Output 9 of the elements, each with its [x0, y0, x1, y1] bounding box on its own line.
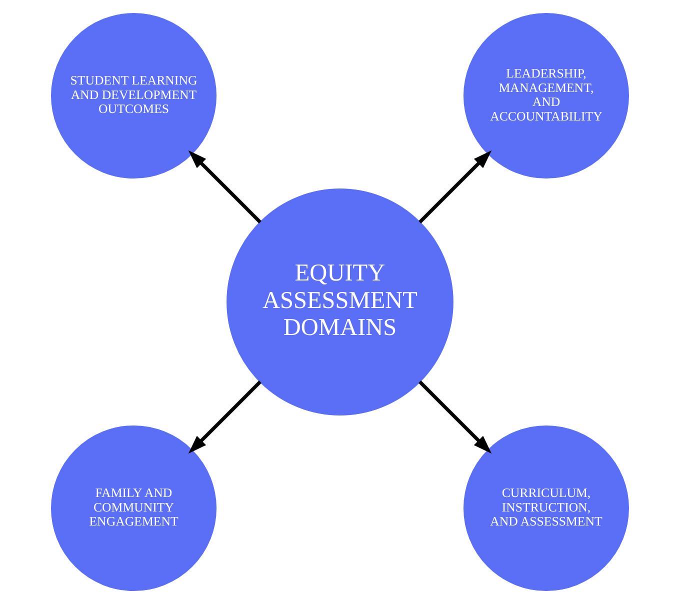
arrow — [188, 380, 262, 454]
node-circle: CURRICULUM, INSTRUCTION, AND ASSESSMENT — [463, 425, 629, 591]
arrow — [418, 150, 492, 224]
node-circle: LEADERSHIP, MANAGEMENT, AND ACCOUNTABILITY — [463, 13, 629, 179]
node-circle: EQUITY ASSESSMENT DOMAINS — [226, 188, 454, 416]
arrow — [418, 380, 492, 454]
node-circle: STUDENT LEARNING AND DEVELOPMENT OUTCOMES — [51, 13, 217, 179]
node-circle: FAMILY AND COMMUNITY ENGAGEMENT — [51, 425, 217, 591]
arrow — [188, 150, 262, 224]
